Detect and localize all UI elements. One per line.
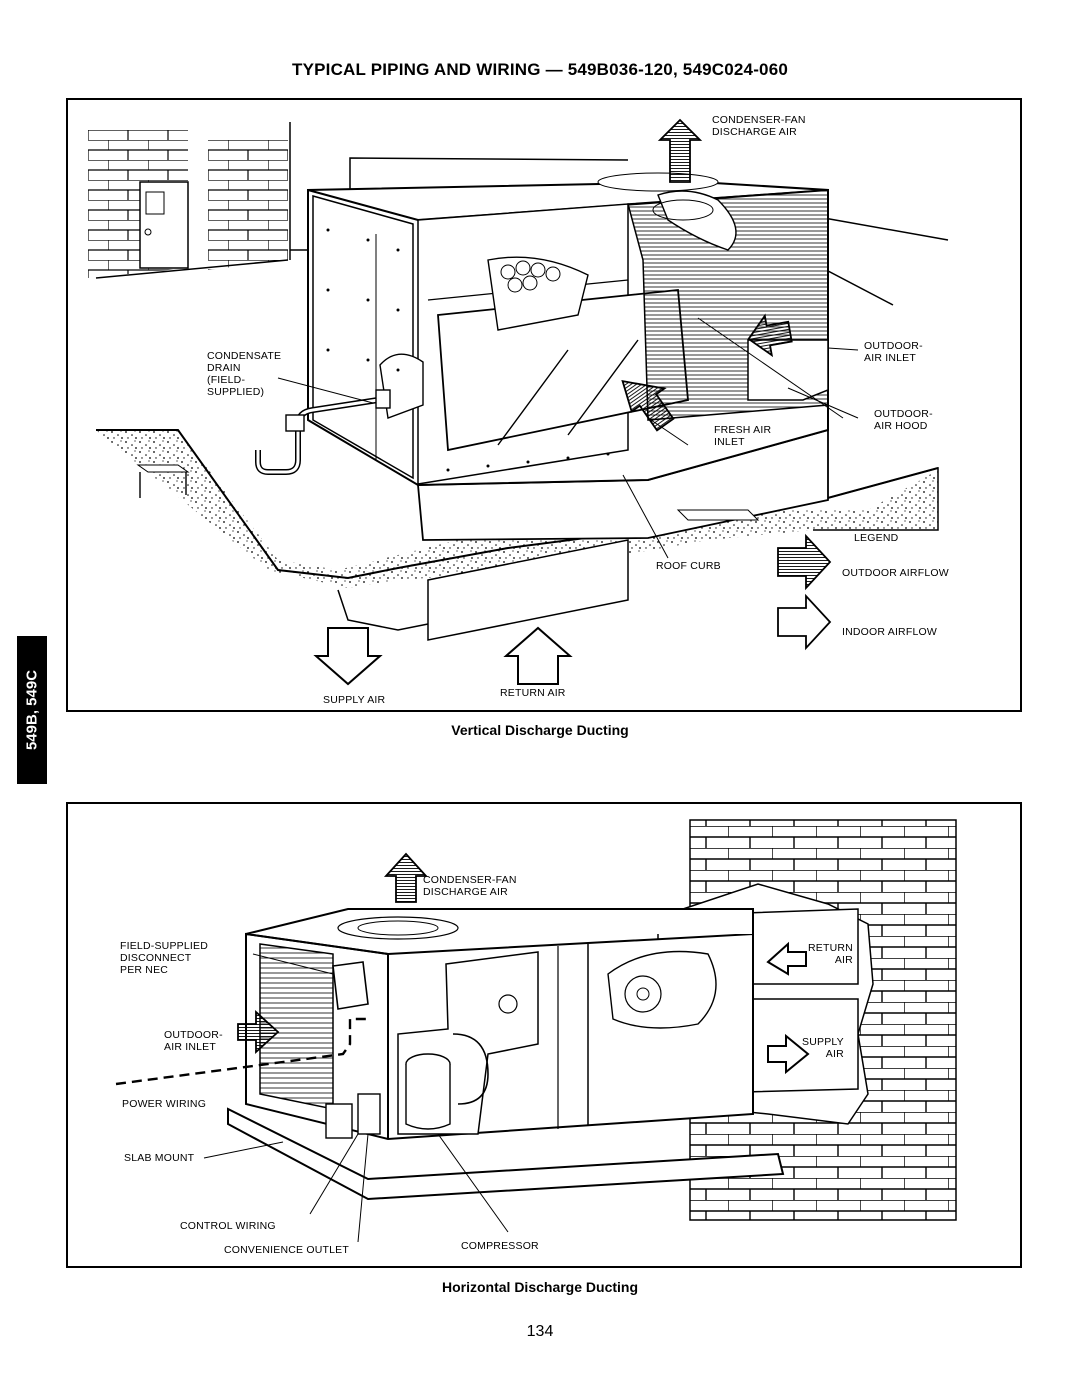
vertical-discharge-figure: CONDENSER-FAN DISCHARGE AIR CONDENSATE D… (66, 98, 1022, 712)
label-condensate-drain: CONDENSATE DRAIN (FIELD- SUPPLIED) (207, 350, 282, 398)
caption-vertical-discharge: Vertical Discharge Ducting (451, 722, 629, 738)
side-tab-label: 549B, 549C (23, 669, 41, 751)
legend-indoor-airflow: INDOOR AIRFLOW (842, 626, 937, 638)
vertical-discharge-illustration (88, 118, 949, 686)
label-condenser-fan-discharge: CONDENSER-FAN DISCHARGE AIR (712, 114, 806, 138)
label-return-air: RETURN AIR (808, 942, 853, 966)
horizontal-discharge-illustration (115, 819, 957, 1243)
caption-horizontal-discharge: Horizontal Discharge Ducting (441, 1279, 639, 1295)
label-roof-curb: ROOF CURB (656, 560, 721, 572)
side-tab: 549B, 549C (17, 636, 47, 784)
label-convenience-outlet: CONVENIENCE OUTLET (224, 1244, 349, 1256)
label-compressor: COMPRESSOR (461, 1240, 539, 1252)
label-condenser-fan-discharge: CONDENSER-FAN DISCHARGE AIR (423, 874, 517, 898)
page-title: TYPICAL PIPING AND WIRING — 549B036-120,… (291, 60, 789, 79)
label-slab-mount: SLAB MOUNT (124, 1152, 195, 1164)
page-number: 134 (526, 1323, 554, 1340)
label-fresh-air-inlet: FRESH AIR INLET (714, 424, 772, 448)
label-supply-air: SUPPLY AIR (323, 694, 386, 706)
label-power-wiring: POWER WIRING (122, 1098, 207, 1110)
label-outdoor-air-hood: OUTDOOR- AIR HOOD (874, 408, 933, 432)
label-outdoor-air-inlet: OUTDOOR- AIR INLET (164, 1029, 223, 1053)
legend-outdoor-airflow: OUTDOOR AIRFLOW (842, 567, 949, 579)
label-return-air: RETURN AIR (500, 687, 566, 699)
legend-title: LEGEND (854, 532, 899, 544)
label-outdoor-air-inlet: OUTDOOR- AIR INLET (864, 340, 923, 364)
label-control-wiring: CONTROL WIRING (180, 1220, 276, 1232)
label-supply-air: SUPPLY AIR (802, 1036, 844, 1060)
horizontal-discharge-figure: CONDENSER-FAN DISCHARGE AIR FIELD-SUPPLI… (66, 802, 1022, 1268)
label-field-supplied-disconnect: FIELD-SUPPLIED DISCONNECT PER NEC (120, 940, 208, 976)
outdoor-airflow-arrow (657, 118, 703, 183)
